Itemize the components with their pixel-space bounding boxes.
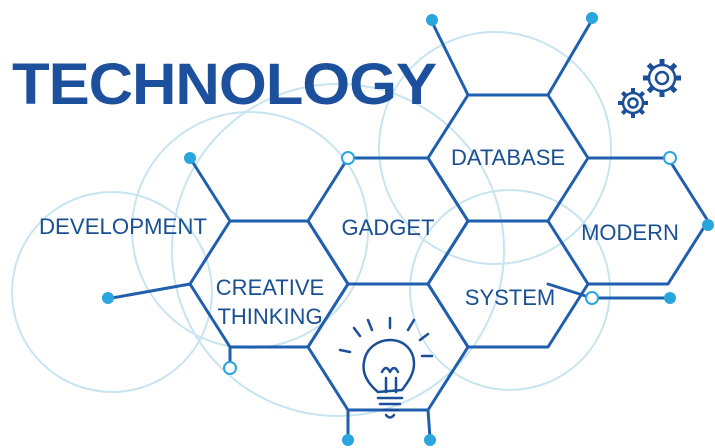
node-ring (223, 361, 237, 375)
node-dot (102, 292, 114, 304)
node-dot (184, 152, 196, 164)
hex-network (110, 18, 710, 440)
label-creative: CREATIVE (216, 275, 324, 300)
label-development: DEVELOPMENT (39, 214, 207, 239)
lightbulb-icon (338, 316, 434, 419)
gears-icon (618, 59, 681, 118)
node-dots (102, 12, 714, 446)
line-system-right (546, 282, 594, 300)
hex-system (426, 219, 590, 349)
node-ring (663, 151, 677, 165)
line-development-up (188, 156, 232, 223)
label-gadget: GADGET (342, 215, 435, 240)
node-dot (586, 12, 598, 24)
background-circles (11, 31, 612, 417)
node-dot (664, 292, 676, 304)
node-dot (702, 219, 714, 231)
node-ring (341, 151, 355, 165)
node-rings (223, 151, 677, 375)
background-circle-top-right (378, 31, 612, 265)
label-thinking: THINKING (217, 304, 322, 329)
node-dot (426, 14, 438, 26)
line-top-right (546, 18, 594, 97)
background-circle-left (11, 191, 213, 393)
node-dot (424, 434, 436, 446)
label-system: SYSTEM (465, 285, 555, 310)
label-database: DATABASE (451, 145, 565, 170)
label-modern: MODERN (581, 220, 679, 245)
line-top-left (430, 20, 470, 97)
line-bottom-right (426, 408, 432, 440)
node-ring (585, 291, 599, 305)
line-development-left (110, 282, 192, 300)
background-circle-right (409, 189, 611, 391)
node-dot (342, 434, 354, 446)
title: TECHNOLOGY (12, 52, 436, 117)
background-circle-large (171, 83, 505, 417)
